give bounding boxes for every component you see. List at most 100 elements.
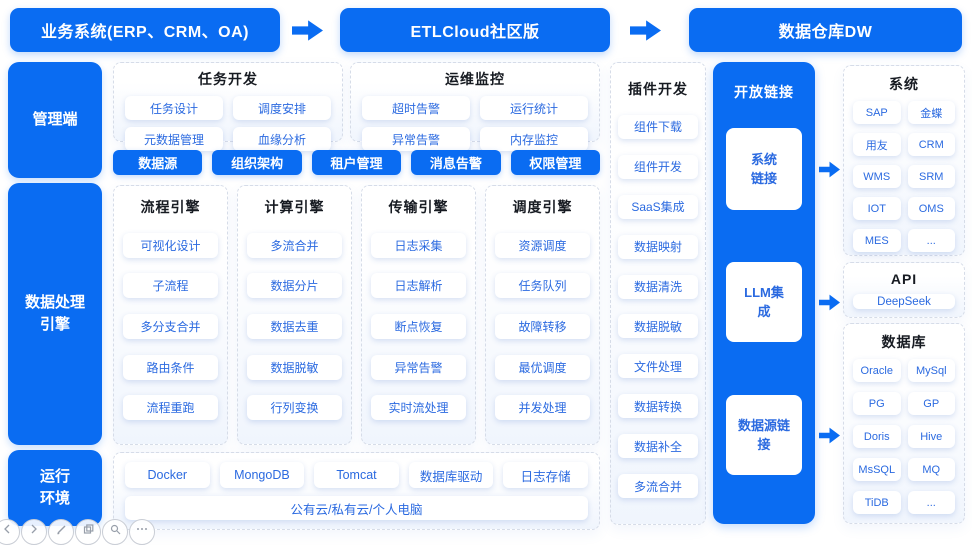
ops-item: 运行统计 — [480, 96, 588, 120]
system-item: SRM — [907, 165, 955, 188]
schedule-engine-item: 故障转移 — [495, 313, 590, 339]
database-item: PG — [853, 392, 901, 415]
prev-icon[interactable] — [0, 519, 20, 545]
ops-item: 异常告警 — [362, 127, 470, 151]
panel-compute-engine-title: 计算引擎 — [264, 199, 325, 215]
system-item: 金蝶 — [907, 101, 955, 124]
flow-arrow-icon — [630, 20, 661, 41]
compute-engine-item: 多流合并 — [247, 232, 342, 258]
panel-compute-engine: 计算引擎 多流合并 数据分片 数据去重 数据脱敏 行列变换 — [237, 185, 352, 445]
link-arrow-icon — [819, 427, 840, 444]
panel-api: API DeepSeek — [843, 262, 965, 318]
system-item: CRM — [907, 133, 955, 156]
plugin-item: 组件开发 — [618, 154, 698, 179]
system-item: ... — [907, 229, 955, 252]
panel-transfer-engine: 传输引擎 日志采集 日志解析 断点恢复 异常告警 实时流处理 — [361, 185, 476, 445]
panel-runtime: Docker MongoDB Tomcat 数据库驱动 日志存储 公有云/私有云… — [113, 452, 600, 530]
pill-org-structure: 组织架构 — [212, 150, 302, 175]
plugin-item: 文件处理 — [618, 354, 698, 379]
flow-node-business-systems: 业务系统(ERP、CRM、OA) — [10, 8, 280, 52]
card-system-link: 系统链接 — [726, 128, 802, 210]
database-item: Hive — [907, 425, 955, 448]
card-system-link-label: 系统链接 — [750, 151, 777, 187]
rail-processing-label: 数据处理引擎 — [24, 294, 85, 333]
panel-process-engine: 流程引擎 可视化设计 子流程 多分支合并 路由条件 流程重跑 — [113, 185, 228, 445]
system-item: WMS — [853, 165, 901, 188]
process-engine-item: 子流程 — [123, 273, 218, 299]
database-item: Oracle — [853, 359, 901, 382]
system-item: MES — [853, 229, 901, 252]
compute-engine-item: 数据分片 — [247, 273, 342, 299]
transfer-engine-item: 异常告警 — [371, 354, 466, 380]
database-item: TiDB — [853, 491, 901, 514]
database-item: MsSQL — [853, 458, 901, 481]
link-arrow-icon — [819, 161, 840, 178]
plugin-item: 数据脱敏 — [618, 314, 698, 339]
plugin-item: 数据转换 — [618, 394, 698, 419]
panel-plugin-development: 插件开发 组件下载 组件开发 SaaS集成 数据映射 数据清洗 数据脱敏 文件处… — [610, 62, 706, 525]
panel-task-development-title: 任务开发 — [198, 71, 258, 87]
plugin-item: 数据映射 — [618, 234, 698, 259]
task-dev-item: 调度安排 — [233, 96, 331, 120]
panel-systems-title: 系统 — [889, 76, 919, 92]
panel-api-title: API — [890, 271, 918, 287]
flow-node-data-warehouse: 数据仓库DW — [689, 8, 962, 52]
system-item: IOT — [853, 197, 901, 220]
plugin-item: 多流合并 — [618, 474, 698, 499]
copy-icon[interactable] — [75, 519, 101, 545]
api-item-deepseek: DeepSeek — [853, 294, 955, 309]
system-item: SAP — [853, 101, 901, 124]
pill-permission-mgmt: 权限管理 — [510, 150, 601, 175]
link-arrow-icon — [819, 294, 840, 311]
flow-arrow-icon — [292, 20, 323, 41]
card-datasource-link-label: 数据源链接 — [737, 417, 790, 453]
transfer-engine-item: 日志采集 — [371, 232, 466, 258]
system-item: 用友 — [853, 133, 901, 156]
management-pill-row: 数据源 组织架构 租户管理 消息告警 权限管理 — [113, 150, 601, 175]
ops-item: 内存监控 — [480, 127, 588, 151]
ops-item: 超时告警 — [362, 96, 470, 120]
runtime-item-log-storage: 日志存储 — [503, 462, 588, 488]
schedule-engine-item: 最优调度 — [495, 354, 590, 380]
task-dev-item: 任务设计 — [125, 96, 223, 120]
runtime-item-docker: Docker — [125, 462, 210, 488]
rail-management: 管理端 — [8, 62, 102, 178]
schedule-engine-item: 任务队列 — [495, 273, 590, 299]
transfer-engine-item: 日志解析 — [371, 273, 466, 299]
runtime-item-tomcat: Tomcat — [314, 462, 399, 488]
next-icon[interactable] — [21, 519, 47, 545]
database-item: GP — [907, 392, 955, 415]
zoom-icon[interactable] — [102, 519, 128, 545]
database-item: MySql — [907, 359, 955, 382]
card-datasource-link: 数据源链接 — [726, 395, 802, 475]
pill-tenant-mgmt: 租户管理 — [311, 150, 402, 175]
pill-message-alert: 消息告警 — [411, 150, 501, 175]
more-icon[interactable] — [129, 519, 155, 545]
compute-engine-item: 数据去重 — [247, 313, 342, 339]
plugin-item: 数据补全 — [618, 434, 698, 459]
rail-runtime-env: 运行环境 — [8, 450, 102, 526]
plugin-item: 数据清洗 — [618, 274, 698, 299]
plugin-item: 组件下载 — [618, 114, 698, 139]
panel-task-development: 任务开发 任务设计 调度安排 元数据管理 血缘分析 — [113, 62, 343, 151]
process-engine-item: 可视化设计 — [123, 232, 218, 258]
card-llm-integration-label: LLM集成 — [744, 284, 784, 320]
engine-panels: 流程引擎 可视化设计 子流程 多分支合并 路由条件 流程重跑 计算引擎 多流合并… — [113, 185, 600, 445]
panel-open-link: 开放链接 系统链接 LLM集成 数据源链接 — [713, 62, 815, 524]
process-engine-item: 多分支合并 — [123, 313, 218, 339]
schedule-engine-item: 资源调度 — [495, 232, 590, 258]
panel-schedule-engine-title: 调度引擎 — [512, 199, 573, 215]
process-engine-item: 流程重跑 — [123, 395, 218, 421]
panel-ops-monitoring-title: 运维监控 — [445, 71, 505, 87]
database-item: MQ — [907, 458, 955, 481]
panel-databases: 数据库 Oracle MySql PG GP Doris Hive MsSQL … — [843, 323, 965, 524]
runtime-item-mongodb: MongoDB — [219, 462, 305, 488]
task-dev-item: 元数据管理 — [125, 127, 223, 151]
process-engine-item: 路由条件 — [123, 354, 218, 380]
compute-engine-item: 行列变换 — [247, 395, 342, 421]
pencil-icon[interactable] — [48, 519, 74, 545]
database-item: ... — [907, 491, 955, 514]
panel-databases-title: 数据库 — [881, 334, 927, 350]
task-dev-item: 血缘分析 — [233, 127, 331, 151]
panel-open-link-title: 开放链接 — [734, 84, 794, 100]
